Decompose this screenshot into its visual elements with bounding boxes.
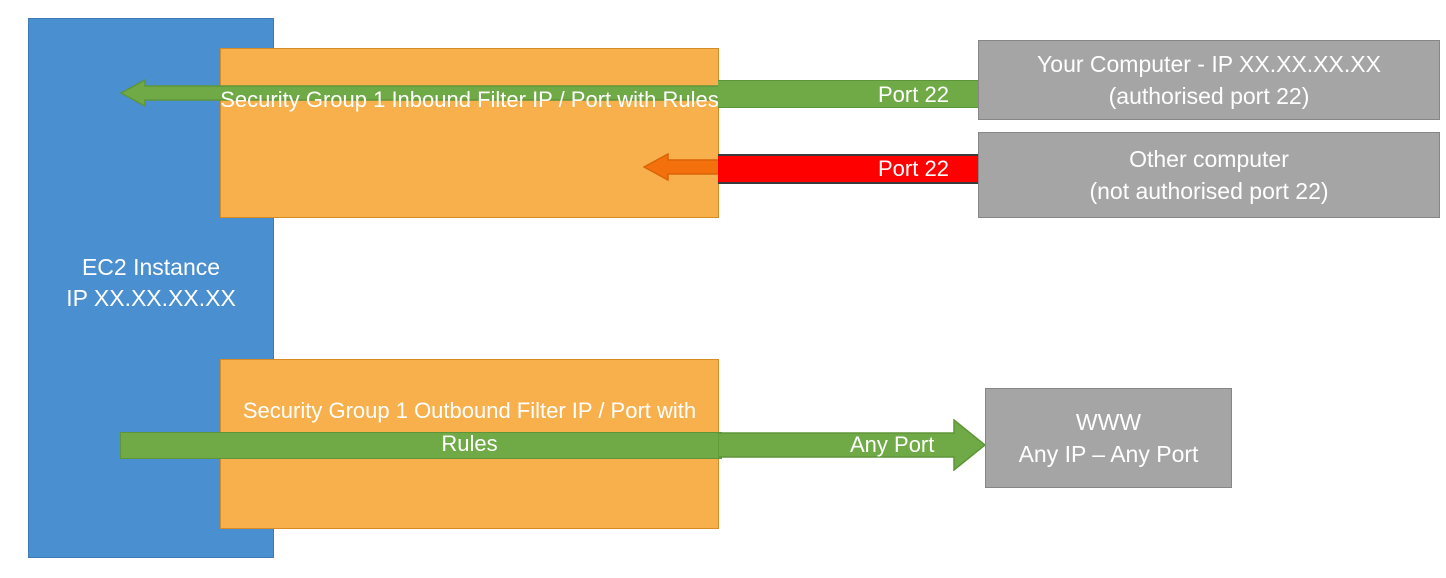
endpoint-your-computer: Your Computer - IP XX.XX.XX.XX (authoris… xyxy=(978,40,1440,120)
endpoint-www: WWW Any IP – Any Port xyxy=(985,388,1232,488)
outbound-port-label: Any Port xyxy=(850,432,935,457)
blocked-inbound-link xyxy=(718,154,980,184)
allowed-outbound-arrow xyxy=(718,419,986,471)
allowed-inbound-port-label: Port 22 xyxy=(878,82,949,107)
allowed-inbound-link xyxy=(718,80,980,108)
ec2-instance-label: EC2 Instance IP XX.XX.XX.XX xyxy=(66,254,236,311)
security-group-inbound-box xyxy=(220,48,719,218)
blocked-inbound-arrow xyxy=(643,153,720,181)
blocked-inbound-port-label: Port 22 xyxy=(878,156,949,181)
allowed-inbound-arrow xyxy=(120,79,720,107)
endpoint-other-computer: Other computer (not authorised port 22) xyxy=(978,132,1440,218)
outbound-link-internal xyxy=(120,432,722,459)
